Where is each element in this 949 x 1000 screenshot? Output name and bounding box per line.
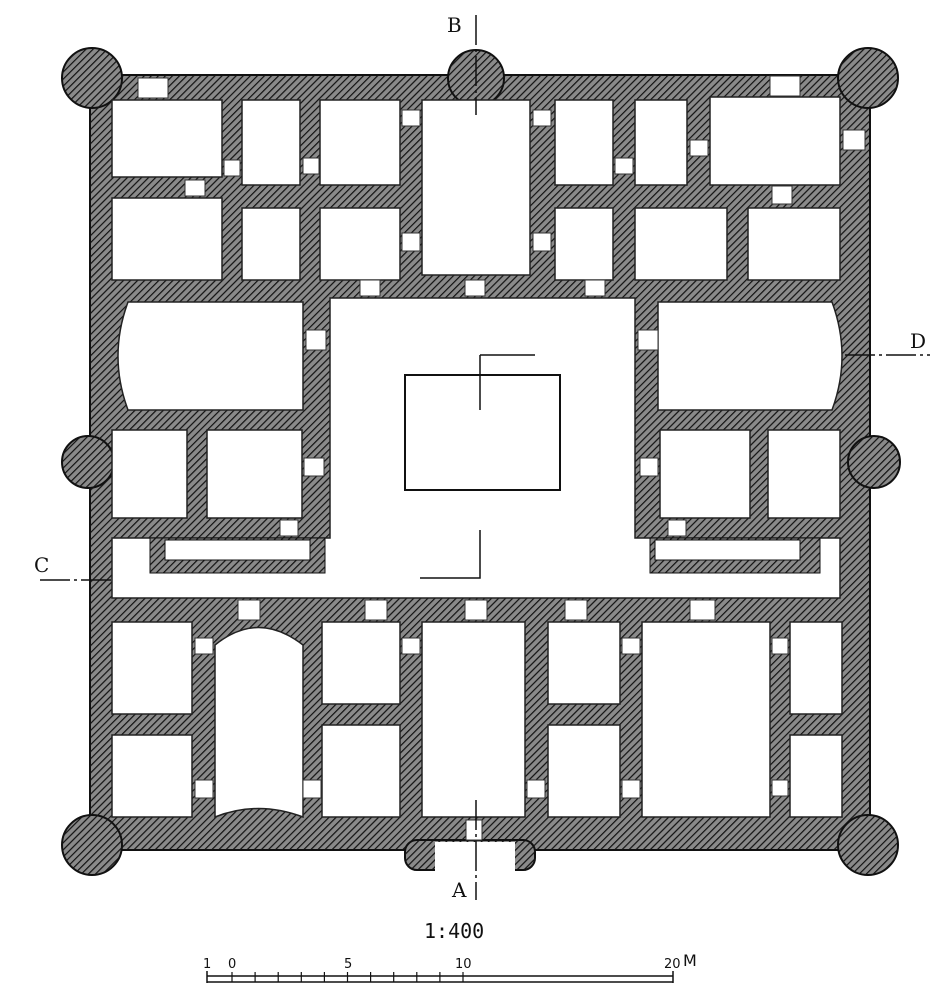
section-label-a: A	[451, 878, 467, 902]
section-label-b: B	[447, 13, 462, 37]
section-label-d: D	[910, 329, 926, 353]
scale-ratio: 1:400	[424, 919, 484, 943]
section-lines	[40, 15, 930, 900]
section-label-c: C	[34, 553, 49, 577]
scale-tick-label: 5	[344, 957, 352, 972]
scale-unit: M	[683, 951, 697, 970]
rooms	[111, 96, 843, 819]
scale-tick-label: 0	[228, 957, 236, 972]
scale-tick-label: 10	[455, 957, 472, 972]
entrance-gap	[435, 842, 515, 872]
scale-tick-label: 20	[664, 957, 681, 972]
stair-steps	[164, 539, 801, 561]
scale-ticks	[231, 972, 464, 982]
doorways	[137, 75, 866, 841]
scale-tick-label: 1	[203, 957, 211, 972]
inner-courtyard	[404, 374, 561, 491]
